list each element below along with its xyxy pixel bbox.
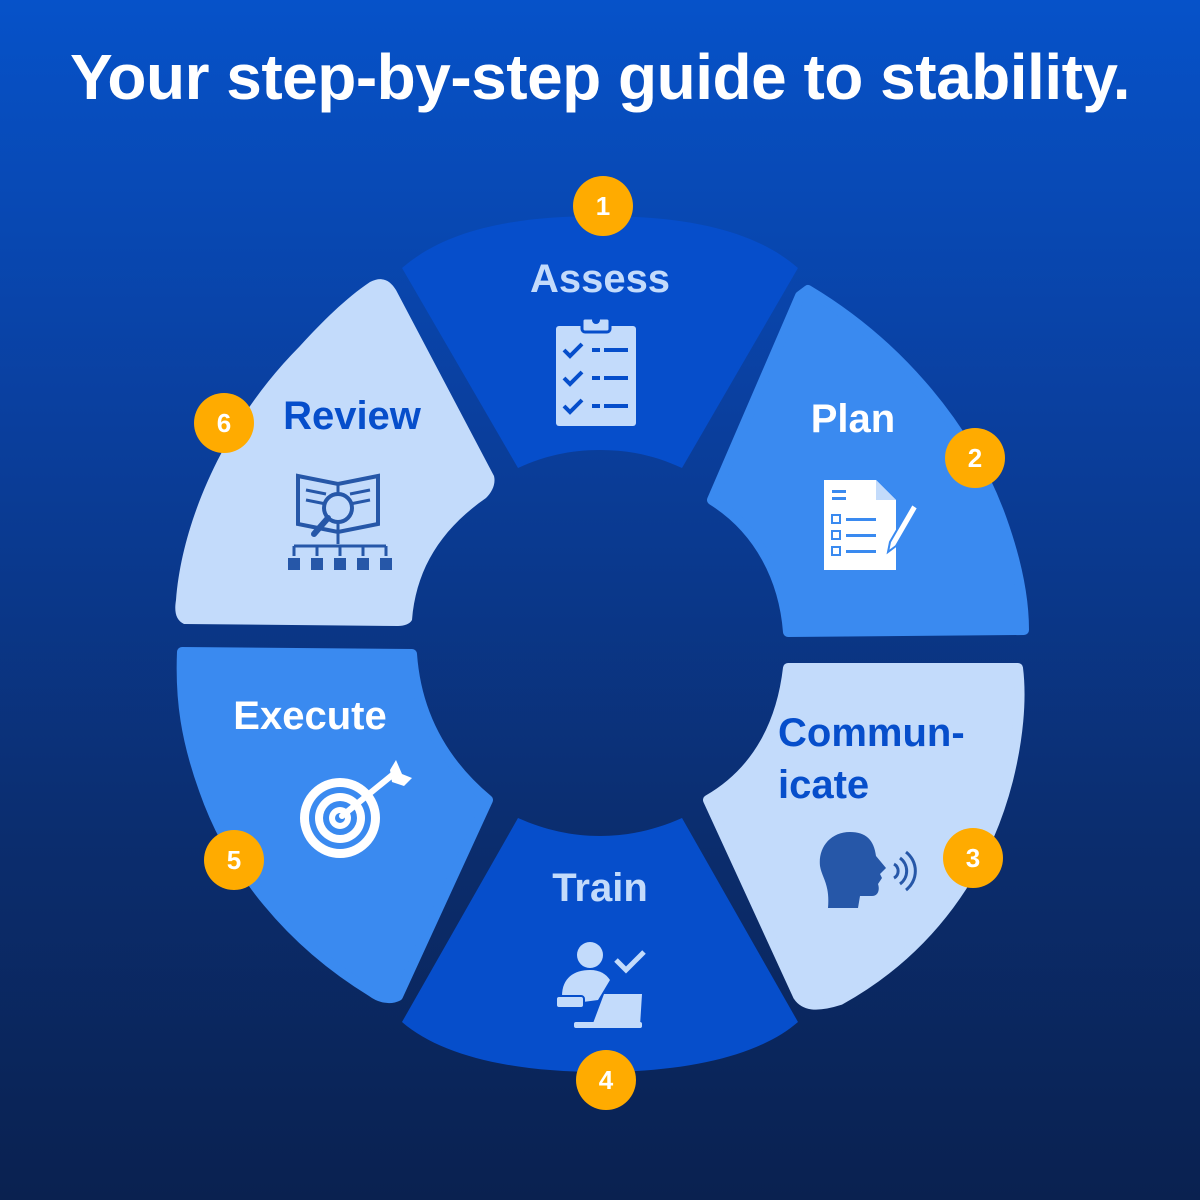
svg-text:1: 1 <box>596 191 610 221</box>
svg-text:4: 4 <box>599 1065 614 1095</box>
svg-text:2: 2 <box>968 443 982 473</box>
segment-label-communicate-line2: icate <box>778 763 869 807</box>
segment-label-review: Review <box>283 394 422 438</box>
step-badge-6: 6 <box>194 393 254 453</box>
segment-assess[interactable]: Assess 1 <box>402 176 798 468</box>
step-badge-4: 4 <box>576 1050 636 1110</box>
segment-communicate[interactable]: Commun- icate 3 <box>703 663 1025 1010</box>
speaking-head-icon <box>819 832 917 908</box>
document-pencil-icon <box>824 480 920 570</box>
segment-label-plan: Plan <box>811 397 895 441</box>
segment-label-train: Train <box>552 866 648 910</box>
person-laptop-check-icon <box>555 942 646 1028</box>
segment-label-execute: Execute <box>233 694 386 738</box>
book-magnifier-icon <box>288 473 392 570</box>
page-title: Your step-by-step guide to stability. <box>69 41 1131 113</box>
segment-label-assess: Assess <box>530 257 670 301</box>
svg-text:5: 5 <box>227 845 241 875</box>
step-badge-1: 1 <box>573 176 633 236</box>
segment-review[interactable]: Review 6 <box>175 279 495 626</box>
step-badge-3: 3 <box>943 828 1003 888</box>
step-badge-5: 5 <box>204 830 264 890</box>
segment-train[interactable]: Train 4 <box>402 818 798 1110</box>
step-badge-2: 2 <box>945 428 1005 488</box>
clipboard-checklist-icon <box>556 316 636 426</box>
svg-text:6: 6 <box>217 408 231 438</box>
target-arrow-icon <box>300 760 412 858</box>
svg-text:3: 3 <box>966 843 980 873</box>
segment-execute[interactable]: Execute 5 <box>176 647 493 1004</box>
segment-plan[interactable]: Plan 2 <box>707 285 1029 637</box>
segment-label-communicate-line1: Commun- <box>778 711 965 755</box>
